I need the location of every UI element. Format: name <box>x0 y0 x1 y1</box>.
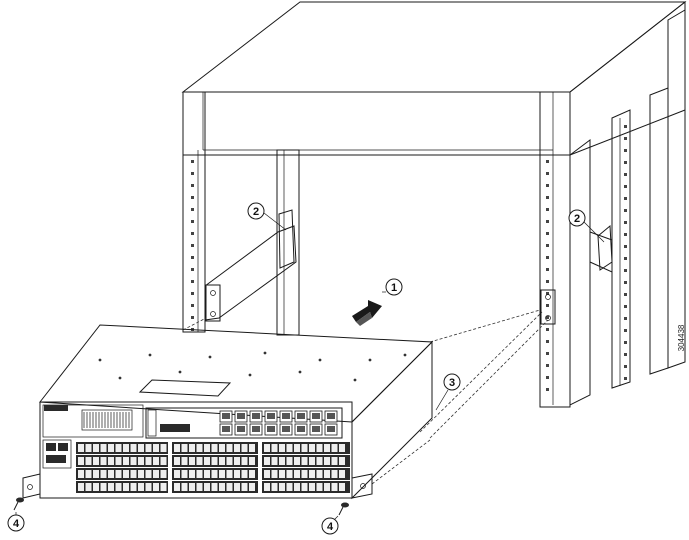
chassis-label-plate <box>138 379 232 397</box>
callout-1: 1 <box>382 278 403 296</box>
callout-2-left: 2 <box>247 202 287 231</box>
figure-id: 304438 <box>677 324 686 351</box>
callout-3: 3 <box>435 373 461 411</box>
alignment-guides <box>182 309 549 485</box>
chassis-right-side <box>351 340 433 500</box>
chassis-top-screws <box>98 351 407 382</box>
callout-4-right: 4 <box>321 515 339 535</box>
module-handle <box>160 424 190 432</box>
rj45-port-banks <box>76 442 350 493</box>
cisco-logo-block <box>44 405 68 411</box>
callout-2-right: 2 <box>568 209 605 243</box>
equipment-rack <box>181 0 687 408</box>
screw-left <box>13 497 24 511</box>
switch-chassis <box>22 324 434 500</box>
rack-front-beam <box>182 91 571 156</box>
chassis-front-face <box>39 401 353 499</box>
right-mounting-ear <box>351 473 373 499</box>
callout-1-label: 1 <box>391 282 397 294</box>
rack-left-rear-post <box>276 149 300 336</box>
screw-right <box>338 502 349 516</box>
callout-4-left-label: 4 <box>13 518 20 530</box>
rack-right-post <box>539 91 571 408</box>
callout-2-right-label: 2 <box>574 213 580 225</box>
rack-top-cap <box>181 1 687 93</box>
network-module <box>145 407 343 439</box>
right-slider-rail <box>540 224 613 325</box>
callout-4-left: 4 <box>7 512 25 532</box>
insert-direction-arrow <box>352 300 382 326</box>
sfp-ports <box>219 410 338 436</box>
left-slider-rail <box>204 209 297 322</box>
callout-2-left-label: 2 <box>253 206 259 218</box>
left-mounting-ear <box>22 473 41 499</box>
rack-left-post <box>182 91 206 333</box>
rack-far-right-posts <box>569 9 686 406</box>
callout-3-label: 3 <box>449 377 455 389</box>
callout-4-right-label: 4 <box>327 521 334 533</box>
console-panel <box>42 439 72 469</box>
vent-grille <box>81 409 133 431</box>
chassis-top <box>39 324 434 423</box>
